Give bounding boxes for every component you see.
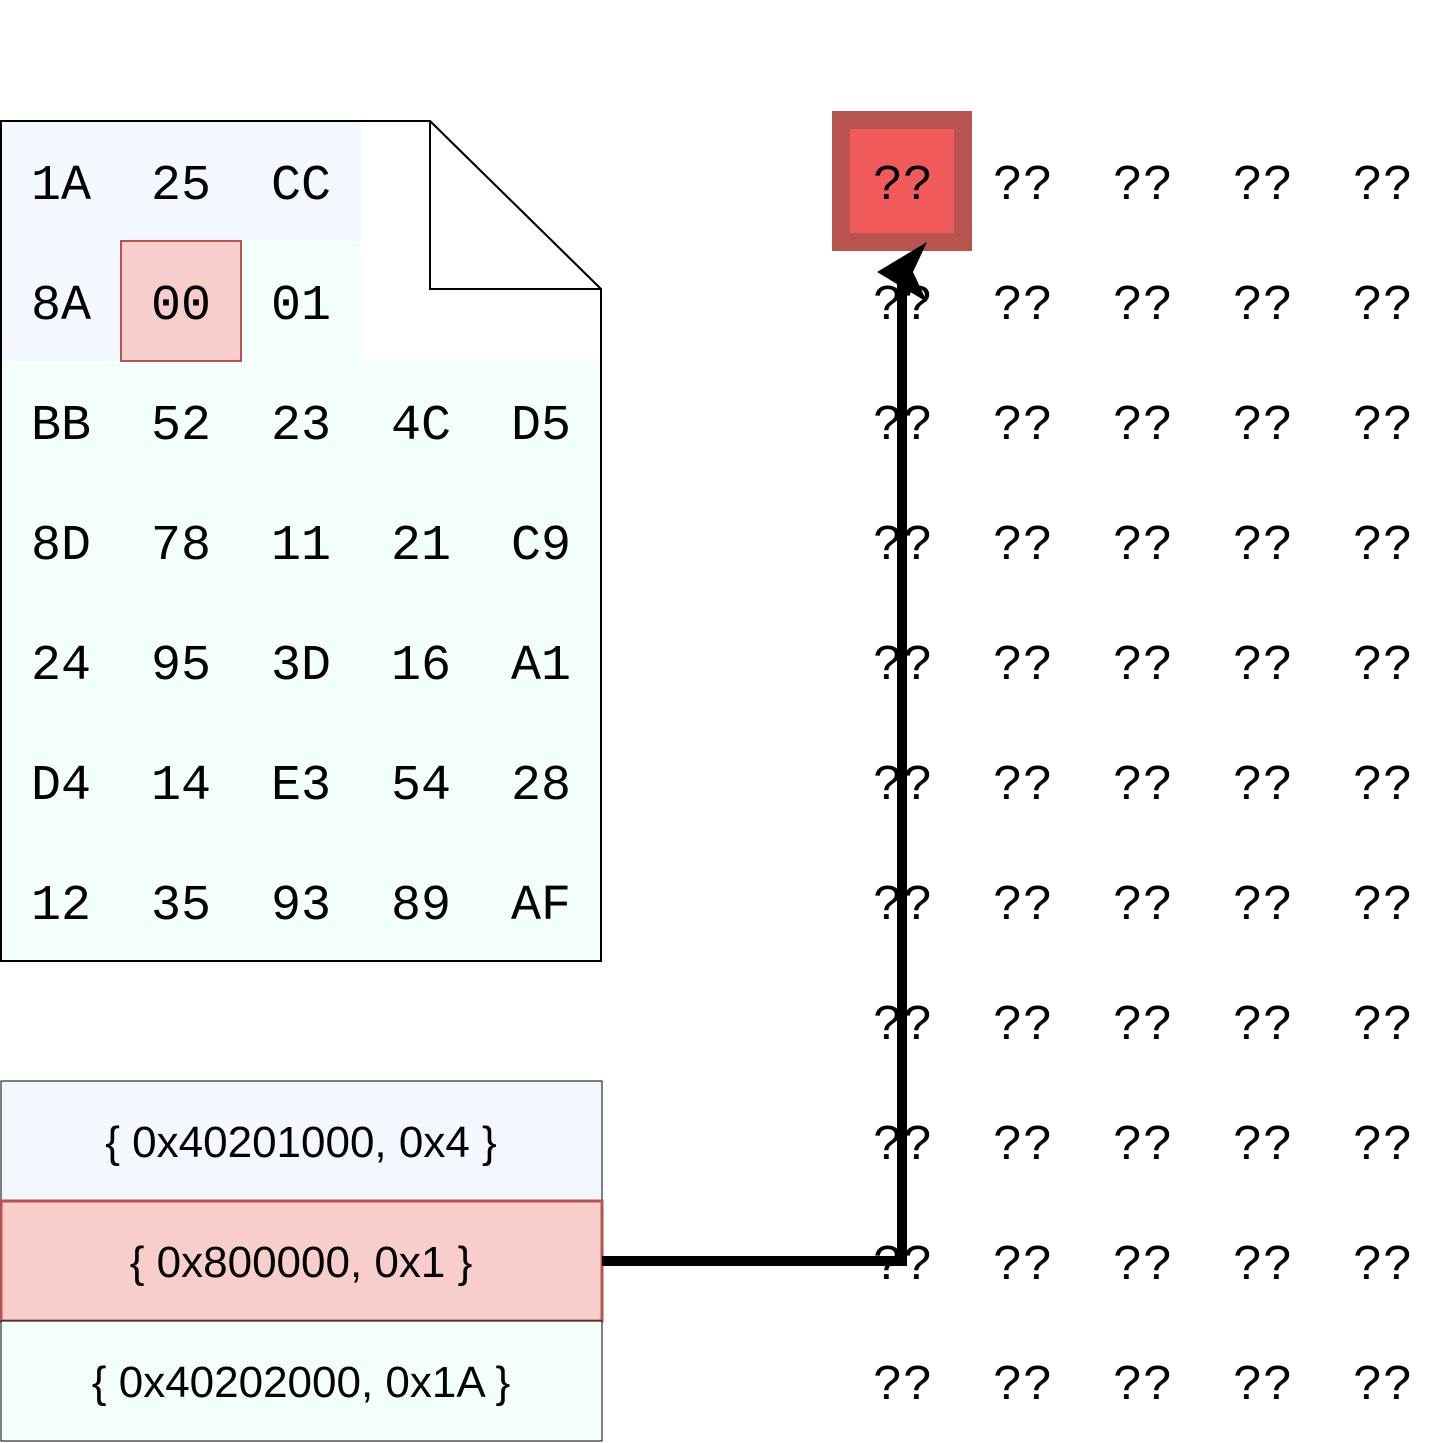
- file-byte: 24: [31, 638, 91, 695]
- memory-byte: ??: [993, 998, 1053, 1055]
- file-corner-edge: [361, 120, 602, 361]
- memory-grid: ????????????????????????????????????????…: [832, 111, 1413, 1415]
- mapping-arrow-line: [602, 242, 927, 1266]
- file-byte: 35: [151, 878, 211, 935]
- memory-byte: ??: [1233, 1358, 1293, 1415]
- memory-byte: ??: [993, 1118, 1053, 1175]
- memory-byte: ??: [1353, 518, 1413, 575]
- file-byte: D4: [31, 758, 91, 815]
- file-byte: 1A: [31, 158, 91, 215]
- file-byte: 00: [151, 278, 211, 335]
- file-byte: 95: [151, 638, 211, 695]
- memory-byte: ??: [1353, 1118, 1413, 1175]
- file-byte: A1: [511, 638, 571, 695]
- memory-byte: ??: [1233, 398, 1293, 455]
- file-byte: AF: [511, 878, 571, 935]
- memory-byte: ??: [993, 758, 1053, 815]
- file-byte: 01: [271, 278, 331, 335]
- memory-byte: ??: [1113, 758, 1173, 815]
- mapping-entry-label: { 0x40202000, 0x1A }: [92, 1358, 510, 1407]
- file-byte: 8D: [31, 518, 91, 575]
- memory-byte: ??: [1233, 1118, 1293, 1175]
- file-byte: D5: [511, 398, 571, 455]
- memory-byte: ??: [1353, 758, 1413, 815]
- memory-byte: ??: [993, 278, 1053, 335]
- mapping-arrow: [602, 242, 927, 1266]
- memory-byte: ??: [1353, 638, 1413, 695]
- file-byte: 14: [151, 758, 211, 815]
- memory-byte: ??: [1233, 518, 1293, 575]
- memory-byte: ??: [1113, 998, 1173, 1055]
- mapping-entry: [0, 1199, 604, 1323]
- memory-byte: ??: [873, 158, 933, 215]
- memory-byte: ??: [1353, 1238, 1413, 1295]
- file-byte: 21: [391, 518, 451, 575]
- memory-byte: ??: [1353, 398, 1413, 455]
- file-byte: 23: [271, 398, 331, 455]
- file-body: [1, 361, 602, 961]
- mapping-entry: [0, 1080, 603, 1202]
- memory-byte: ??: [873, 1358, 933, 1415]
- file-corner-fold: [429, 121, 601, 290]
- memory-byte: ??: [1113, 638, 1173, 695]
- file-byte: 3D: [271, 638, 331, 695]
- memory-byte: ??: [1353, 278, 1413, 335]
- file-byte: 16: [391, 638, 451, 695]
- file-byte: 78: [151, 518, 211, 575]
- file-second-row-start: [1, 241, 121, 361]
- file-byte: 12: [31, 878, 91, 935]
- mapping-entry-label: { 0x40201000, 0x4 }: [105, 1118, 496, 1167]
- memory-byte: ??: [1113, 398, 1173, 455]
- memory-byte: ??: [1233, 158, 1293, 215]
- memory-byte: ??: [1233, 998, 1293, 1055]
- memory-byte: ??: [1353, 998, 1413, 1055]
- memory-byte: ??: [1113, 878, 1173, 935]
- file-byte: 54: [391, 758, 451, 815]
- file-byte: C9: [511, 518, 571, 575]
- memory-byte: ??: [1113, 158, 1173, 215]
- file-byte: 93: [271, 878, 331, 935]
- memory-byte: ??: [1113, 1118, 1173, 1175]
- memory-byte: ??: [1233, 758, 1293, 815]
- file-byte: 28: [511, 758, 571, 815]
- memory-byte: ??: [993, 1358, 1053, 1415]
- file-byte: 89: [391, 878, 451, 935]
- file-byte: 8A: [31, 278, 91, 335]
- memory-byte: ??: [993, 518, 1053, 575]
- memory-byte: ??: [993, 1238, 1053, 1295]
- file-outline: [0, 120, 602, 962]
- file-byte: 52: [151, 398, 211, 455]
- file-byte: E3: [271, 758, 331, 815]
- file-byte: 4C: [391, 398, 451, 455]
- memory-byte: ??: [1353, 1358, 1413, 1415]
- mapping-entry-label: { 0x800000, 0x1 }: [130, 1238, 473, 1287]
- mapping-entry: [0, 1320, 603, 1442]
- file-byte: BB: [31, 398, 91, 455]
- memory-byte: ??: [1353, 158, 1413, 215]
- memory-byte: ??: [1233, 878, 1293, 935]
- memory-byte: ??: [993, 158, 1053, 215]
- memory-byte: ??: [993, 638, 1053, 695]
- memory-byte: ??: [1353, 878, 1413, 935]
- mapping-entry-list: { 0x40201000, 0x4 } { 0x800000, 0x1 } { 0x…: [0, 1080, 604, 1442]
- memory-byte: ??: [1233, 1238, 1293, 1295]
- file-byte: CC: [271, 158, 331, 215]
- memory-byte: ??: [1113, 518, 1173, 575]
- memory-byte: ??: [1113, 278, 1173, 335]
- memory-byte: ??: [993, 398, 1053, 455]
- file-byte: 11: [271, 518, 331, 575]
- file-highlight-cell: [120, 240, 242, 362]
- memory-byte: ??: [1233, 638, 1293, 695]
- memory-byte: ??: [1233, 278, 1293, 335]
- memory-byte: ??: [1113, 1238, 1173, 1295]
- file-corner-mask: [362, 122, 600, 360]
- memory-byte: ??: [1113, 1358, 1173, 1415]
- memory-byte: ??: [993, 878, 1053, 935]
- file-byte: 25: [151, 158, 211, 215]
- file-header-row: [1, 121, 361, 241]
